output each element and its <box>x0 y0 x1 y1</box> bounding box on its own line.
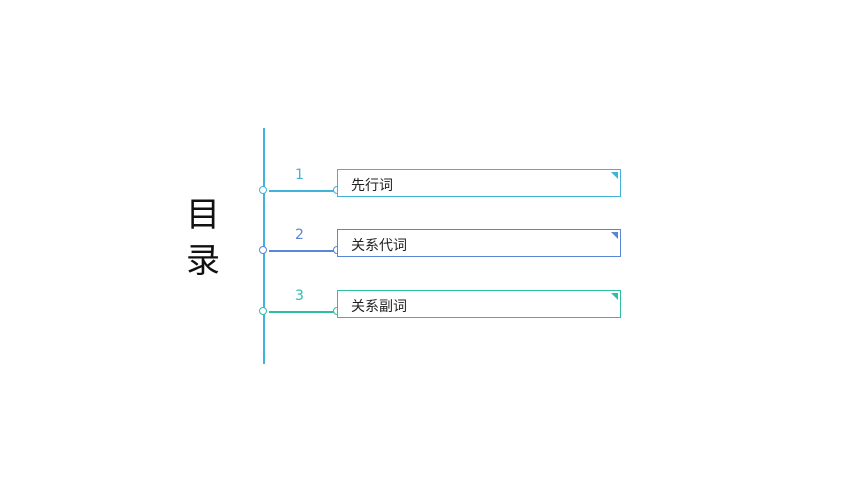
item-box[interactable]: 先行词 <box>337 169 621 197</box>
item-box[interactable]: 关系副词 <box>337 290 621 318</box>
corner-triangle-icon <box>611 293 618 300</box>
toc-item-1: 1 先行词 <box>259 167 629 215</box>
timeline-node <box>259 307 267 315</box>
toc-item-2: 2 关系代词 <box>259 227 629 275</box>
item-number: 3 <box>295 288 304 304</box>
toc-item-3: 3 关系副词 <box>259 288 629 336</box>
timeline-node <box>259 246 267 254</box>
item-number: 1 <box>295 167 304 183</box>
item-number: 2 <box>295 227 304 243</box>
timeline-node <box>259 186 267 194</box>
item-label: 关系代词 <box>351 238 407 254</box>
toc-title: 目 录 <box>183 192 223 284</box>
corner-triangle-icon <box>611 232 618 239</box>
corner-triangle-icon <box>611 172 618 179</box>
toc-title-char-1: 目 <box>186 195 220 235</box>
connector-line <box>269 250 335 252</box>
item-label: 先行词 <box>351 178 393 194</box>
item-label: 关系副词 <box>351 299 407 315</box>
toc-title-char-2: 录 <box>186 241 220 281</box>
connector-line <box>269 190 335 192</box>
item-box[interactable]: 关系代词 <box>337 229 621 257</box>
connector-line <box>269 311 335 313</box>
